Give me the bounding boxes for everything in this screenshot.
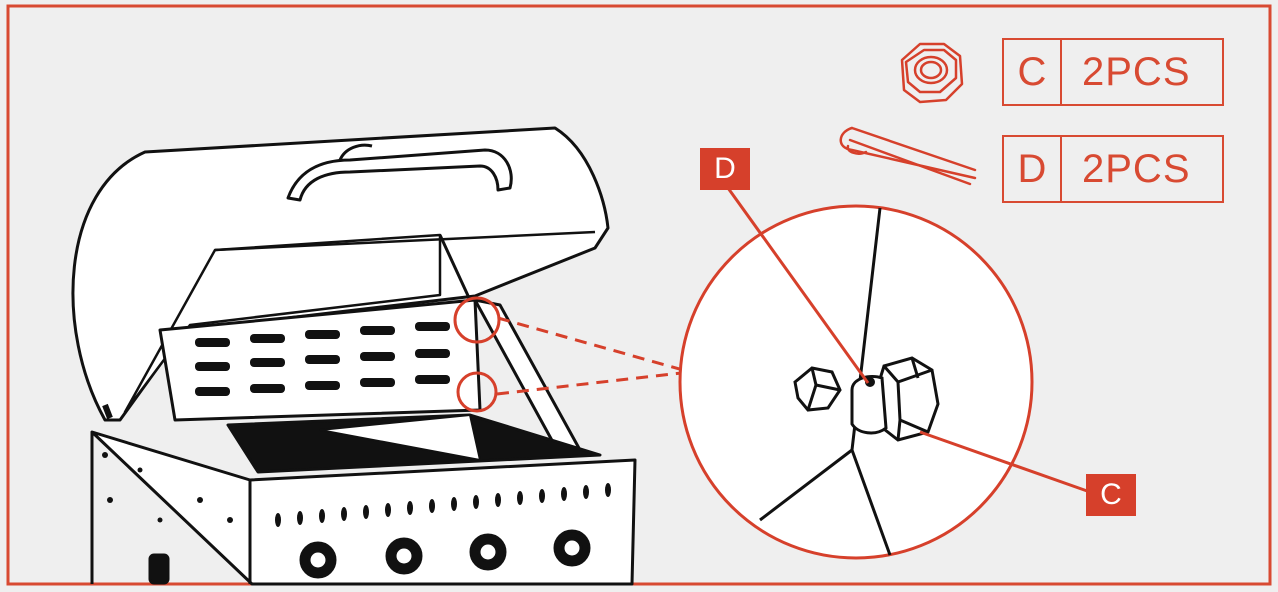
highlight-top: [453, 296, 501, 344]
hex-nut-icon: [900, 42, 964, 104]
dashed-leaders: [496, 316, 691, 396]
callout-c-tag: C: [1086, 474, 1136, 516]
part-c-qty: 2PCS: [1082, 49, 1191, 94]
part-c-letter: C: [1004, 40, 1062, 104]
leader-c: [919, 430, 1091, 494]
front-vents: [275, 483, 611, 527]
lid-handle: [286, 148, 513, 202]
detail-magnifier: [678, 187, 1091, 560]
part-d-qty: 2PCS: [1082, 146, 1191, 191]
side-holes: [102, 452, 233, 523]
cotter-pin-icon: [839, 126, 977, 186]
part-c-box: C 2PCS: [1002, 38, 1224, 106]
bolt-stub: [793, 366, 842, 412]
diagram-border: [6, 4, 1272, 586]
callout-d-tag: D: [700, 148, 750, 190]
grill-highlights: [453, 296, 501, 413]
detail-pin-d: [850, 375, 888, 435]
side-knob: [148, 553, 170, 585]
control-knobs: [299, 529, 591, 579]
part-d-box: D 2PCS: [1002, 135, 1224, 203]
rack-slots: [195, 322, 450, 396]
grill-illustration: [71, 126, 637, 586]
leader-d: [726, 187, 870, 384]
part-d-letter: D: [1004, 137, 1062, 201]
highlight-bottom: [456, 371, 498, 413]
